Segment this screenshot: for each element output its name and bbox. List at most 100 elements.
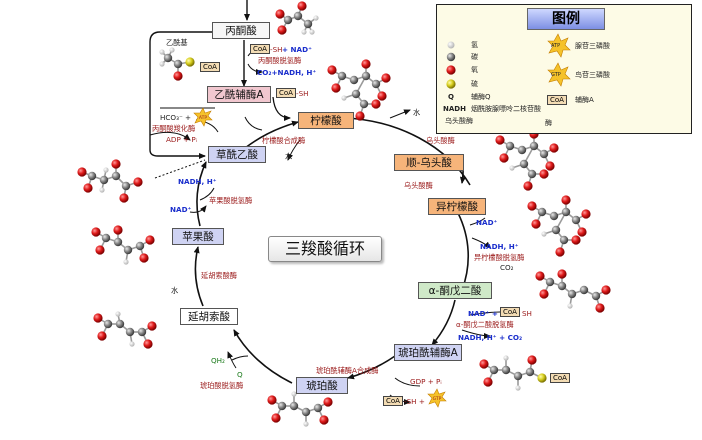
- acetyl-group-label: 乙酰基: [166, 38, 188, 47]
- metabolite-acetyl-coa: 乙酰辅酶A: [207, 86, 271, 103]
- cycle-arc: [344, 117, 471, 186]
- alpha-ketoglutarate-molecule: [535, 269, 611, 313]
- legend-atp-icon: [547, 33, 571, 58]
- akgdh-curve: [469, 311, 501, 316]
- cycle-arc: [193, 246, 204, 307]
- mdh-curve: [189, 205, 207, 213]
- sdh-curve: [231, 355, 249, 361]
- legend-q-symbol: Q: [448, 93, 454, 101]
- water-fumarate: 水: [171, 286, 179, 295]
- legend-atp-symbol: ATP: [551, 43, 561, 49]
- q-label: Q: [237, 370, 243, 379]
- malate-molecule: [91, 225, 155, 265]
- coa-pdh-in: CoA: [250, 44, 270, 54]
- coa-acetyl-coa-side: CoA: [276, 88, 296, 98]
- oxaloacetate-molecule: [77, 159, 143, 203]
- enzyme-akgdh: α-酮戊二酸脱氢酶: [456, 320, 514, 329]
- legend-coa-label: 辅酶A: [575, 96, 594, 104]
- cycle-arc: [457, 212, 469, 291]
- akg-nadh-co2: NADH, H⁺ + CO₂: [458, 333, 523, 342]
- legend-nadh-label: 烟酰胺腺嘌呤二核苷酸: [471, 105, 541, 113]
- metabolite-malate: 苹果酸: [172, 228, 224, 245]
- enzyme-pdh: 丙酮酸脱氢酶: [258, 56, 302, 65]
- legend-atp-label: 腺苷三磷酸: [575, 42, 610, 50]
- pyruvate-carboxylase-arrow: [149, 31, 212, 159]
- scs-curve: [394, 377, 421, 387]
- enzyme-sdh: 琥珀酸脱氢酶: [200, 381, 244, 390]
- legend-sulfur: 硫: [471, 80, 478, 88]
- legend-enzyme-label: 酶: [545, 119, 552, 127]
- water-aconitase-curve: [389, 109, 411, 119]
- water-citrate: 水: [285, 152, 293, 161]
- gdp-label: GDP + Pᵢ: [410, 377, 442, 386]
- sdh-curve: [227, 351, 237, 369]
- oxaloacetate-link: [154, 159, 206, 179]
- carbon-atom-icon: [446, 52, 456, 62]
- legend-nadh-symbol: NADH: [443, 105, 466, 113]
- oxygen-atom-icon: [446, 65, 456, 75]
- enzyme-idh: 异柠檬酸脱氢酶: [474, 253, 525, 262]
- metabolite-isocitrate: 异柠檬酸: [428, 198, 486, 215]
- legend-gtp-symbol: GTP: [551, 72, 561, 78]
- enzyme-fumarase: 延胡索酸酶: [201, 271, 237, 280]
- metabolite-cis-aconitate: 顺-乌头酸: [394, 154, 464, 171]
- succinate-molecule: [267, 391, 333, 427]
- idh-curve: [471, 237, 491, 249]
- metabolite-oxaloacetate: 草酰乙酸: [208, 146, 266, 163]
- molecule-models: [77, 1, 611, 427]
- metabolite-citrate: 柠檬酸: [298, 112, 354, 129]
- acetyl-coa-to-citrate-arrow: [272, 96, 291, 121]
- legend-hydrogen: 氢: [471, 41, 478, 49]
- cycle-arc: [431, 299, 456, 346]
- scs-coa-sh: -SH +: [404, 397, 425, 406]
- sulfur-atom-icon: [446, 79, 456, 89]
- acetyl-group-molecule: [159, 47, 195, 81]
- enzyme-aconitase-2: 乌头酸酶: [404, 181, 433, 190]
- hco3-label: HCO₃⁻ +: [160, 113, 192, 122]
- coa-scs: CoA: [383, 396, 403, 406]
- legend-carbon: 碳: [471, 53, 478, 61]
- legend-gtp-label: 鸟苷三磷酸: [575, 71, 610, 79]
- legend-q-label: 辅酶Q: [471, 93, 491, 101]
- legend-gtp-icon: [547, 62, 571, 87]
- akg-coa-sh: SH: [522, 309, 532, 318]
- coa-akgdh: CoA: [500, 307, 520, 317]
- fumarate-molecule: [93, 311, 157, 349]
- citrate-molecule: [327, 59, 391, 121]
- pyruvate-molecule: [275, 1, 319, 35]
- coa-succinyl-side: CoA: [550, 373, 570, 383]
- pdh-in-sh: -SH: [270, 45, 283, 54]
- cis-aconitate-molecule: [495, 129, 559, 191]
- enzyme-citrate-synthase: 柠檬酸合成酶: [262, 136, 306, 145]
- enzyme-mdh: 苹果酸脱氢酶: [209, 196, 253, 205]
- cycle-arc: [347, 355, 396, 380]
- cycle-arc: [244, 120, 299, 149]
- mdh-curve: [199, 187, 215, 201]
- cycle-arc: [196, 161, 207, 227]
- diagram-title: 三羧酸循环: [268, 236, 382, 262]
- metabolite-fumarate: 延胡索酸: [180, 308, 238, 325]
- legend-enzyme-sample: 乌头酸酶: [445, 117, 473, 125]
- enzyme-aconitase-1: 乌头酸酶: [426, 136, 455, 145]
- succinyl-coa-molecule: [479, 355, 547, 391]
- hydrogen-atom-icon: [447, 41, 455, 49]
- mdh-nad: NAD⁺: [170, 205, 192, 214]
- acetyl-coa-sh: -SH: [296, 89, 309, 98]
- metabolite-pyruvate: 丙酮酸: [212, 22, 270, 39]
- enzyme-pyruvate-carboxylase: 丙酮酸羧化酶: [152, 124, 196, 133]
- legend-panel: 图例 氢 碳 氧 硫 Q 辅酶Q NADH 烟酰胺腺嘌呤二核苷酸 乌头酸酶 酶 …: [436, 4, 692, 134]
- akg-nad: NAD⁺ +: [468, 309, 498, 318]
- coa-acetyl-group: CoA: [200, 62, 220, 72]
- idh-nad: NAD⁺: [476, 218, 498, 227]
- enzyme-scs: 琥珀酰辅酶A合成酶: [316, 366, 379, 375]
- idh-curve: [469, 217, 486, 226]
- water-out-curve: [287, 139, 301, 161]
- legend-oxygen: 氧: [471, 66, 478, 74]
- pdh-out-products: CO₂+NADH, H⁺: [257, 68, 317, 77]
- water-aconitate: 水: [413, 108, 421, 117]
- metabolite-alpha-ketoglutarate: α-酮戊二酸: [418, 282, 492, 299]
- carboxylase-cofactor-curve: [195, 119, 219, 133]
- akgdh-curve: [461, 329, 491, 339]
- legend-title: 图例: [527, 8, 605, 30]
